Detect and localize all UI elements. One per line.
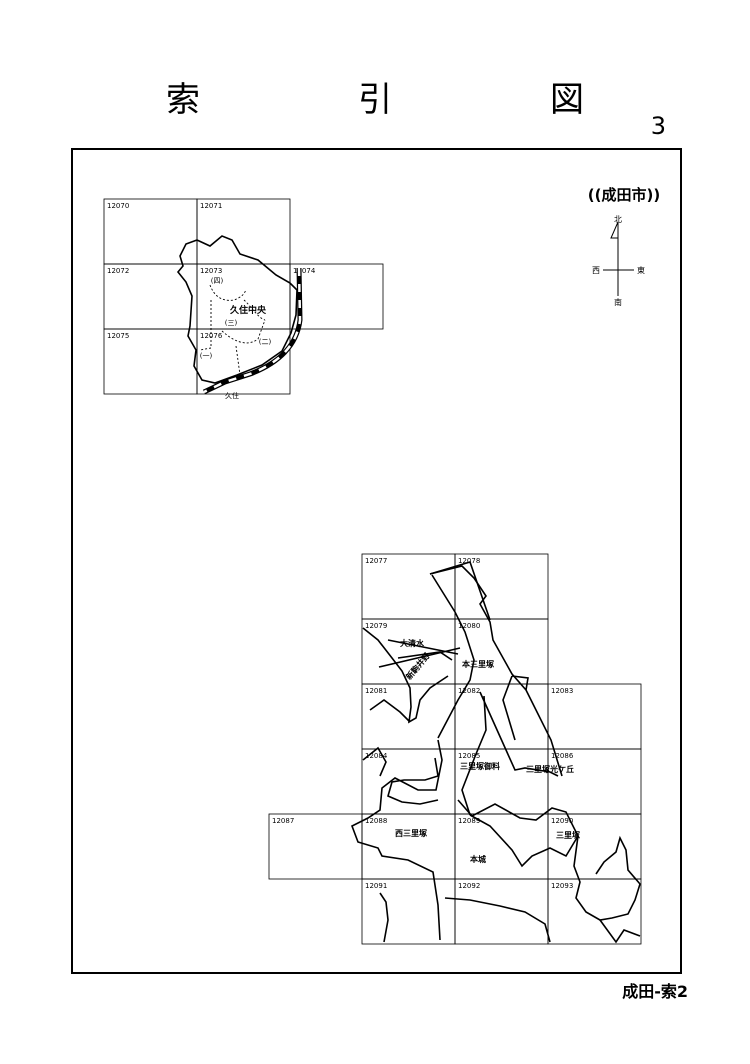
- section-3: (三): [225, 319, 238, 327]
- kuju-area: 久住中央 久住 (四) (三) (二) (一): [176, 235, 303, 400]
- sheet-label: 12071: [200, 202, 222, 210]
- sheet-label: 12083: [551, 687, 573, 695]
- sheet-label: 12093: [551, 882, 573, 890]
- compass-south: 南: [614, 297, 622, 307]
- sheet-label: 12089: [458, 817, 480, 825]
- place-oshimizu: 大清水: [400, 638, 425, 648]
- sheet-cell: [289, 263, 384, 330]
- page-title: 索 引 図: [166, 80, 646, 120]
- place-kuju-chuo: 久住中央: [230, 304, 267, 316]
- sheet-label: 12092: [458, 882, 480, 890]
- map-frame: [71, 148, 682, 974]
- place-kuju: 久住: [225, 391, 239, 400]
- place-hon-sanrizuka: 本三里塚: [461, 659, 494, 669]
- sheet-label: 12084: [365, 752, 388, 760]
- sheet-cell: [547, 878, 642, 945]
- sheet-label: 12087: [272, 817, 294, 825]
- sheet-label: 12081: [365, 687, 387, 695]
- sheet-label: 12080: [458, 622, 480, 630]
- city-label: ((成田市)): [588, 186, 660, 204]
- sheet-label: 12075: [107, 332, 129, 340]
- section-4: (四): [211, 277, 224, 285]
- footer-sheet-code: 成田-索2: [622, 982, 688, 1001]
- sheet-label: 12070: [107, 202, 129, 210]
- sheet-label: 12088: [365, 817, 387, 825]
- sheet-label: 12082: [458, 687, 480, 695]
- sheet-label: 12085: [458, 752, 480, 760]
- sheet-label: 12091: [365, 882, 387, 890]
- compass-east: 東: [637, 265, 645, 275]
- place-honjo: 本城: [469, 854, 486, 864]
- sheet-label: 12074: [293, 267, 316, 275]
- section-2: (二): [259, 338, 272, 346]
- place-nishi-sanrizuka: 西三里塚: [395, 828, 427, 838]
- compass-west: 西: [592, 266, 600, 275]
- sheet-label: 12086: [551, 752, 574, 760]
- page-number: 3: [650, 112, 666, 140]
- sheet-cell: [196, 328, 291, 395]
- sheet-label: 12073: [200, 267, 222, 275]
- compass-icon: 北 南 東 西: [592, 215, 645, 307]
- sheet-label: 12078: [458, 557, 480, 565]
- sheet-label: 12072: [107, 267, 129, 275]
- section-1: (一): [200, 352, 213, 360]
- sheet-label: 12090: [551, 817, 573, 825]
- sheet-label: 12077: [365, 557, 387, 565]
- place-sanrizuka: 三里塚: [556, 830, 580, 840]
- place-sanrizuka-hikarigaoka: 三里塚光ケ丘: [526, 764, 574, 774]
- place-sanrizuka-goryo: 三里塚御料: [460, 761, 500, 771]
- compass-north: 北: [614, 215, 622, 224]
- sheet-label: 12079: [365, 622, 387, 630]
